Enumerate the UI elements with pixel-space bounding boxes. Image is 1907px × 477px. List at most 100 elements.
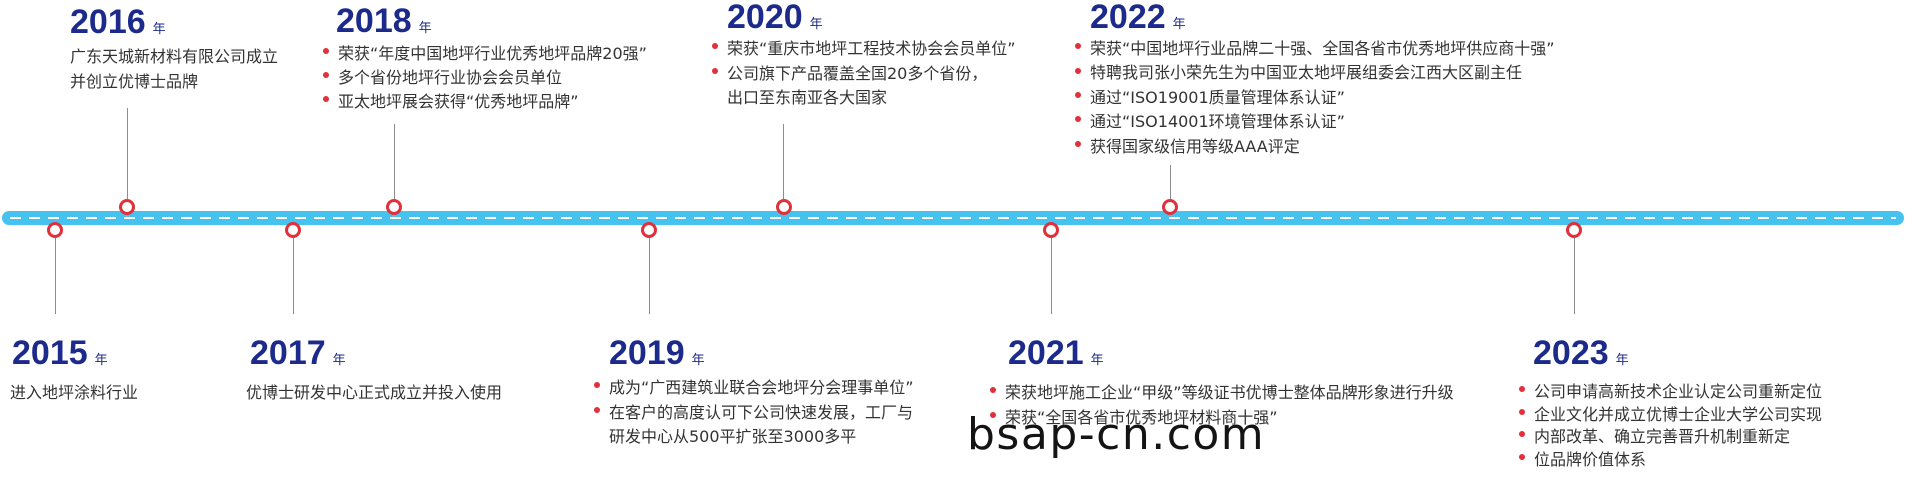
connector-line-2017 bbox=[293, 238, 294, 314]
description-line: 通过“ISO19001质量管理体系认证” bbox=[1090, 87, 1345, 107]
description-line: 获得国家级信用等级AAA评定 bbox=[1090, 136, 1300, 156]
bullet-dot bbox=[323, 96, 329, 102]
milestone-description-2019: 成为“广西建筑业联合会地坪分会理事单位” 在客户的高度认可下公司快速发展，工厂与… bbox=[594, 376, 914, 450]
description-line: 荣获“年度中国地坪行业优秀地坪品牌20强” bbox=[338, 44, 647, 63]
bullet-dot bbox=[594, 406, 600, 413]
bullet-dot bbox=[990, 387, 996, 394]
year-heading-2023: 2023 年 bbox=[1533, 336, 1629, 378]
milestone-item: 公司旗下产品覆盖全国20多个省份， 出口至东南亚各大国家 bbox=[712, 62, 1016, 111]
year-suffix: 年 bbox=[1090, 353, 1104, 368]
year-suffix: 年 bbox=[1172, 17, 1186, 32]
connector-line-2020 bbox=[783, 124, 784, 199]
milestone-item: 在客户的高度认可下公司快速发展，工厂与 研发中心从500平扩张至3000多平 bbox=[594, 401, 914, 450]
year-heading-2018: 2018 年 bbox=[336, 4, 432, 46]
year-number: 2017 bbox=[250, 334, 326, 372]
timeline-marker-2023 bbox=[1566, 222, 1582, 238]
milestone-item: 位品牌价值体系 bbox=[1519, 449, 1822, 472]
description-line: 出口至东南亚各大国家 bbox=[727, 88, 888, 107]
year-number: 2023 bbox=[1533, 334, 1609, 372]
description-line: 进入地坪涂料行业 bbox=[10, 383, 139, 402]
milestone-description-2020: 荣获“重庆市地坪工程技术协会会员单位” 公司旗下产品覆盖全国20多个省份， 出口… bbox=[712, 37, 1016, 111]
connector-line-2015 bbox=[55, 238, 56, 314]
connector-line-2019 bbox=[649, 238, 650, 314]
description-line: 通过“ISO14001环境管理体系认证” bbox=[1090, 112, 1345, 132]
bullet-dot bbox=[1075, 67, 1081, 74]
connector-line-2022 bbox=[1170, 165, 1171, 199]
connector-line-2018 bbox=[394, 124, 395, 199]
bullet-dot bbox=[1075, 116, 1081, 123]
description-line: 特聘我司张小荣先生为中国亚太地坪展组委会江西大区副主任 bbox=[1090, 63, 1523, 83]
description-line: 荣获“重庆市地坪工程技术协会会员单位” bbox=[727, 39, 1016, 58]
year-number: 2019 bbox=[609, 334, 685, 372]
year-suffix: 年 bbox=[809, 17, 823, 32]
description-line: 荣获“中国地坪行业品牌二十强、全国各省市优秀地坪供应商十强” bbox=[1090, 39, 1555, 58]
timeline-marker-2015 bbox=[47, 222, 63, 238]
year-heading-2016: 2016 年 bbox=[70, 5, 166, 47]
description-line: 亚太地坪展会获得“优秀地坪品牌” bbox=[338, 92, 579, 111]
milestone-item: 通过“ISO19001质量管理体系认证” bbox=[1075, 86, 1555, 110]
description-line: 公司旗下产品覆盖全国20多个省份， bbox=[727, 63, 988, 83]
year-number: 2016 bbox=[70, 3, 146, 41]
milestone-description-2021: 荣获地坪施工企业“甲级”等级证书优博士整体品牌形象进行升级 荣获“全国各省市优秀… bbox=[990, 381, 1454, 431]
bullet-dot bbox=[323, 72, 329, 78]
description-line: 企业文化并成立优博士企业大学公司实现 bbox=[1534, 404, 1823, 424]
year-heading-2022: 2022 年 bbox=[1090, 0, 1186, 42]
description-line: 内部改革、确立完善晋升机制重新定 bbox=[1534, 427, 1791, 446]
description-line: 荣获地坪施工企业“甲级”等级证书优博士整体品牌形象进行升级 bbox=[1005, 383, 1454, 402]
milestone-item: 荣获“中国地坪行业品牌二十强、全国各省市优秀地坪供应商十强” bbox=[1075, 37, 1555, 61]
milestone-item: 多个省份地坪行业协会会员单位 bbox=[323, 66, 647, 90]
year-heading-2015: 2015 年 bbox=[12, 336, 108, 378]
milestone-description-2022: 荣获“中国地坪行业品牌二十强、全国各省市优秀地坪供应商十强” 特聘我司张小荣先生… bbox=[1075, 37, 1555, 159]
description-line: 成为“广西建筑业联合会地坪分会理事单位” bbox=[609, 378, 914, 397]
description-line: 公司申请高新技术企业认定公司重新定位 bbox=[1534, 382, 1823, 401]
bullet-dot bbox=[712, 67, 718, 74]
year-number: 2018 bbox=[336, 2, 412, 40]
timeline-marker-2021 bbox=[1043, 222, 1059, 238]
milestone-item: 特聘我司张小荣先生为中国亚太地坪展组委会江西大区副主任 bbox=[1075, 61, 1555, 85]
year-suffix: 年 bbox=[152, 22, 166, 37]
year-suffix: 年 bbox=[1615, 353, 1629, 368]
milestone-item: 荣获“重庆市地坪工程技术协会会员单位” bbox=[712, 37, 1016, 62]
milestone-description-2015: 进入地坪涂料行业 bbox=[10, 381, 138, 405]
timeline-marker-2019 bbox=[641, 222, 657, 238]
bullet-dot bbox=[990, 411, 996, 418]
description-line: 在客户的高度认可下公司快速发展，工厂与 bbox=[609, 402, 914, 422]
description-line: 广东天城新材料有限公司成立 bbox=[70, 47, 279, 66]
milestone-item: 荣获地坪施工企业“甲级”等级证书优博士整体品牌形象进行升级 bbox=[990, 381, 1454, 406]
year-suffix: 年 bbox=[691, 353, 705, 368]
description-line: 优博士研发中心正式成立并投入使用 bbox=[246, 383, 503, 402]
watermark-text: bsap-cn.com bbox=[967, 409, 1266, 460]
bullet-dot bbox=[1519, 453, 1525, 460]
description-line: 研发中心从500平扩张至3000多平 bbox=[609, 427, 857, 446]
bullet-dot bbox=[1075, 91, 1081, 98]
connector-line-2016 bbox=[127, 108, 128, 199]
bullet-dot bbox=[1075, 43, 1081, 50]
milestone-item: 荣获“全国各省市优秀地坪材料商十强” bbox=[990, 406, 1454, 431]
timeline-bar bbox=[2, 211, 1904, 225]
timeline-bar-dashed-line bbox=[10, 217, 1896, 219]
description-line: 多个省份地坪行业协会会员单位 bbox=[338, 68, 563, 87]
milestone-item: 亚太地坪展会获得“优秀地坪品牌” bbox=[323, 90, 647, 114]
connector-line-2021 bbox=[1051, 238, 1052, 314]
description-line: 荣获“全国各省市优秀地坪材料商十强” bbox=[1005, 407, 1278, 427]
milestone-item: 企业文化并成立优博士企业大学公司实现 bbox=[1519, 404, 1823, 427]
milestone-item: 获得国家级信用等级AAA评定 bbox=[1075, 135, 1555, 159]
timeline-marker-2018 bbox=[386, 199, 402, 215]
timeline-marker-2022 bbox=[1162, 199, 1178, 215]
milestone-item: 成为“广西建筑业联合会地坪分会理事单位” bbox=[594, 376, 914, 401]
milestone-item: 荣获“年度中国地坪行业优秀地坪品牌20强” bbox=[323, 42, 647, 66]
year-suffix: 年 bbox=[418, 21, 432, 36]
bullet-dot bbox=[712, 43, 718, 50]
year-number: 2022 bbox=[1090, 0, 1166, 36]
milestone-description-2016: 广东天城新材料有限公司成立 并创立优博士品牌 bbox=[70, 45, 278, 94]
year-number: 2015 bbox=[12, 334, 88, 372]
milestone-description-2018: 荣获“年度中国地坪行业优秀地坪品牌20强” 多个省份地坪行业协会会员单位 亚太地… bbox=[323, 42, 647, 114]
description-line: 并创立优博士品牌 bbox=[70, 71, 199, 91]
year-suffix: 年 bbox=[94, 353, 108, 368]
bullet-dot bbox=[1075, 140, 1081, 147]
bullet-dot bbox=[1519, 408, 1525, 415]
